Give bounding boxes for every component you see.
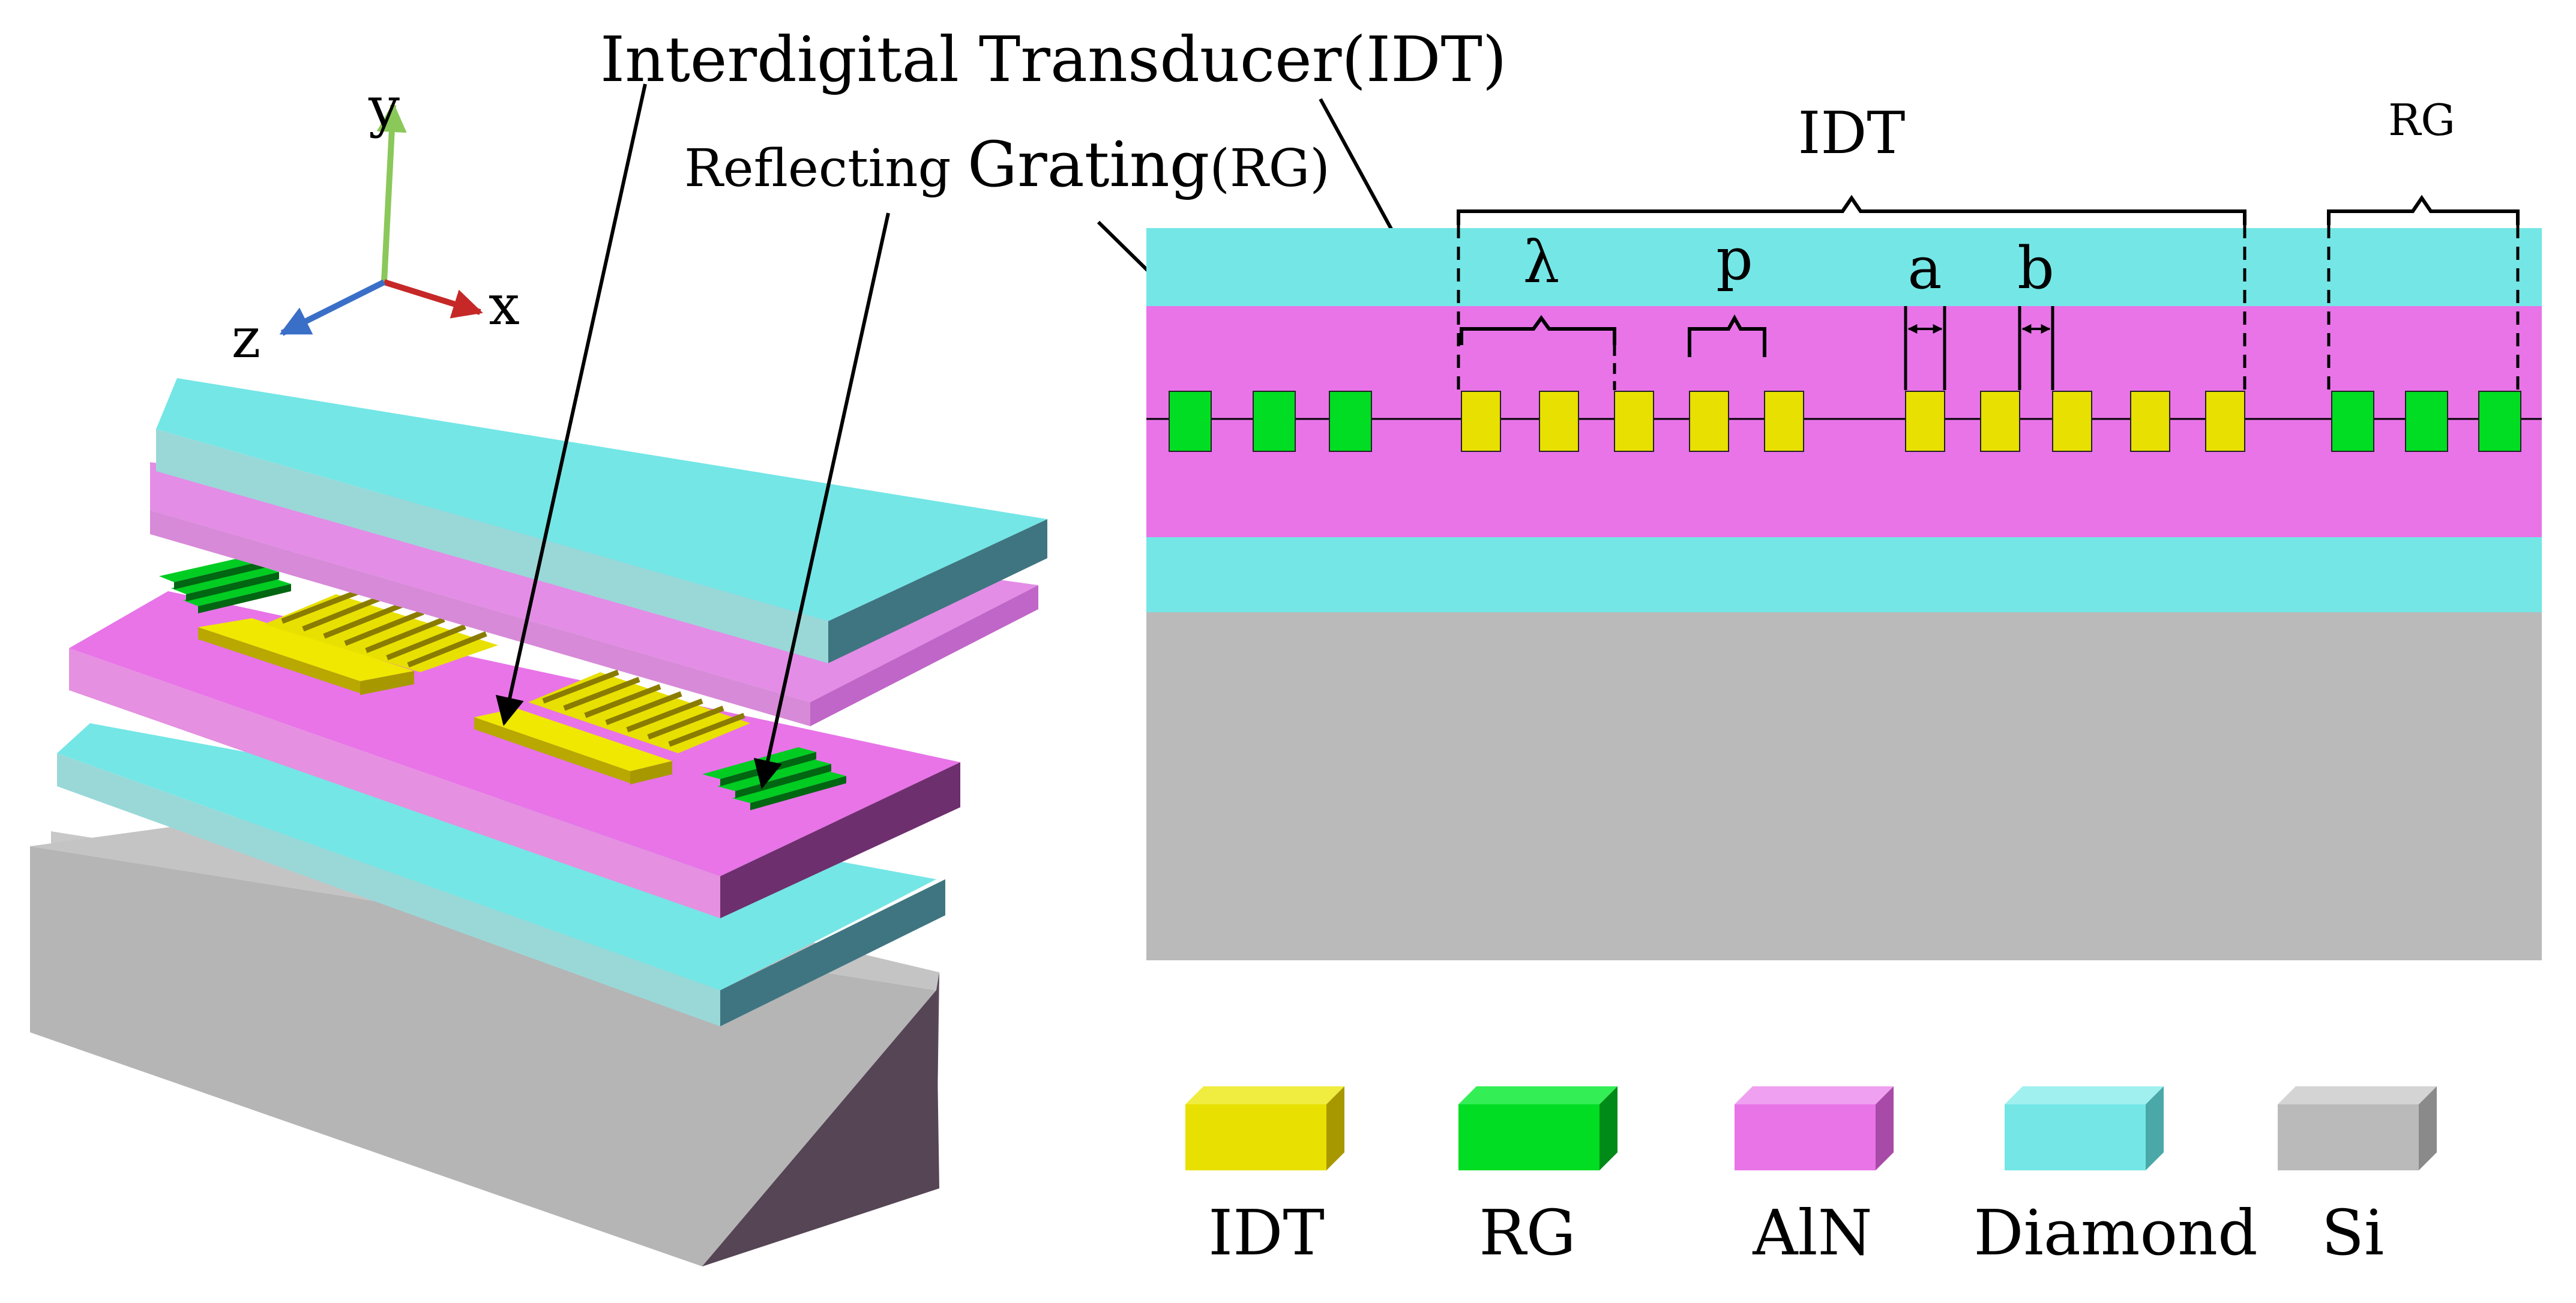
lambda-bracket: λ [1460,229,1616,390]
idt-bracket-label: IDT [1798,100,1906,167]
legend: IDT RG AlN Diamond Si [1185,1086,2437,1269]
z-axis-label: z [232,306,260,370]
idt-electrodes-2d [1461,391,2245,452]
exploded-3d-view: y x z [30,75,1047,1266]
x-axis-arrow [383,279,483,319]
aln-2d [1146,306,2542,537]
idt-title-label: Interdigital Transducer(IDT) [600,23,1506,96]
z-axis-arrow [279,279,386,336]
legend-item-si: Si [2278,1086,2437,1269]
legend-label-rg: RG [1479,1196,1575,1269]
legend-label-diamond: Diamond [1973,1196,2257,1269]
rg-bracket: RG [2327,95,2520,390]
legend-label-idt: IDT [1208,1196,1325,1269]
cross-section-view: IDT RG λ p a [1146,95,2542,960]
rg-electrodes-left-2d [1169,391,1372,452]
legend-item-rg: RG [1458,1086,1618,1269]
idt-left-3d [198,588,498,695]
legend-label-si: Si [2322,1196,2385,1269]
a-dimension: a [1904,235,1946,390]
coordinate-axes: y x z [232,75,520,370]
legend-item-aln: AlN [1735,1086,1894,1269]
rg-callout-3d-arrow [753,212,890,789]
b-dimension: b [2017,235,2054,390]
si-2d [1146,612,2542,960]
y-axis-arrow [376,102,407,283]
p-label: p [1716,226,1753,293]
b-label: b [2017,235,2054,302]
x-axis-label: x [489,273,520,337]
legend-label-aln: AlN [1752,1196,1872,1269]
rg-title-label: Reflecting Grating(RG) [684,128,1330,201]
diamond-top-3d [156,378,1047,663]
diamond-bottom-3d [57,723,945,1026]
lambda-label: λ [1523,229,1560,296]
diamond-top-2d [1146,228,2542,306]
idt-bracket: IDT [1457,100,2246,390]
idt-callout-3d-arrow [495,83,647,726]
rg-electrodes-right-2d [2331,391,2521,452]
legend-item-idt: IDT [1185,1086,1344,1269]
a-label: a [1907,235,1942,302]
y-axis-label: y [368,75,400,139]
rg-fingers-left-3d [159,555,291,613]
legend-item-diamond: Diamond [1973,1086,2258,1269]
diamond-bottom-2d [1146,537,2542,612]
p-bracket: p [1688,226,1766,357]
rg-bracket-label: RG [2388,95,2455,145]
